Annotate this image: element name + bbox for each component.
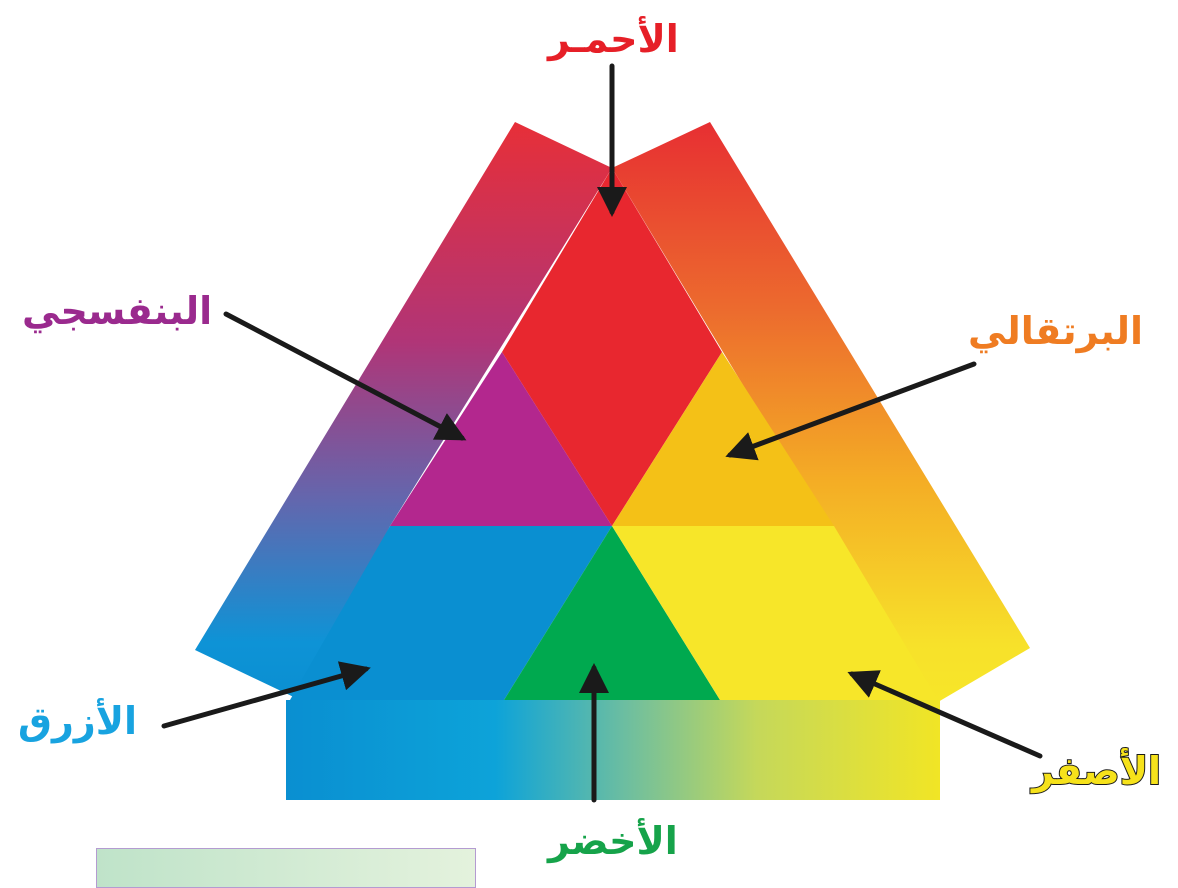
label-green: الأخضر <box>548 819 678 863</box>
arrow-orange <box>725 361 977 461</box>
arrow-violet <box>223 311 467 441</box>
segment-blue <box>290 526 612 700</box>
segment-yellow <box>612 526 938 700</box>
band-red-to-yellow <box>612 122 1030 702</box>
segment-green <box>504 526 720 700</box>
segment-red <box>502 168 722 526</box>
band-blue-to-yellow <box>286 700 940 800</box>
label-blue: الأزرق <box>18 699 138 743</box>
segment-violet <box>390 352 612 526</box>
partial-note-box <box>96 848 476 888</box>
label-orange: البرتقالي <box>968 309 1144 353</box>
label-yellow: الأصفر <box>1031 749 1162 793</box>
label-violet: البنفسجي <box>22 289 213 333</box>
band-red-to-blue <box>195 122 612 700</box>
arrow-yellow <box>847 670 1043 759</box>
arrow-blue <box>161 661 371 729</box>
label-red: الأحمـر <box>548 17 679 61</box>
segment-orange <box>612 352 834 526</box>
